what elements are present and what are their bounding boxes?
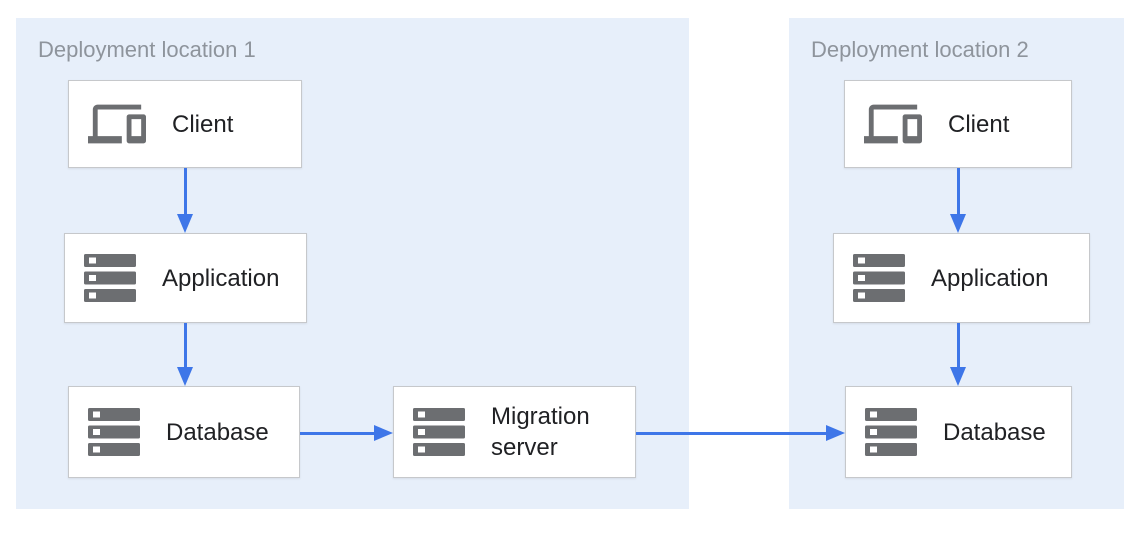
arrow-client1-to-application1-line (184, 168, 187, 214)
node-label: Application (162, 264, 280, 292)
arrow-database1-to-migration-line (300, 432, 374, 435)
node-label: Database (166, 418, 269, 446)
devices-icon (88, 95, 146, 153)
node-database-2: Database (845, 386, 1072, 478)
node-label: Database (943, 418, 1046, 446)
arrow-client2-to-application2-line (957, 168, 960, 214)
node-migration-server: Migration server (393, 386, 636, 478)
arrow-client1-to-application1-head (177, 214, 193, 233)
zone-title: Deployment location 1 (38, 37, 256, 62)
node-client-2: Client (844, 80, 1072, 168)
storage-icon (853, 254, 905, 302)
arrow-application1-to-database1-line (184, 323, 187, 367)
node-label: Client (172, 110, 234, 138)
arrow-migration-to-database2-head (826, 425, 845, 441)
arrow-application2-to-database2-head (950, 367, 966, 386)
arrow-client2-to-application2-head (950, 214, 966, 233)
node-application-1: Application (64, 233, 307, 323)
arrow-migration-to-database2-line (636, 432, 826, 435)
storage-icon (84, 254, 136, 302)
node-client-1: Client (68, 80, 302, 168)
arrow-application2-to-database2-line (957, 323, 960, 367)
storage-icon (88, 408, 140, 456)
devices-icon (864, 95, 922, 153)
storage-icon (413, 408, 465, 456)
node-label: Client (948, 110, 1010, 138)
node-database-1: Database (68, 386, 300, 478)
storage-icon (865, 408, 917, 456)
node-application-2: Application (833, 233, 1090, 323)
arrow-database1-to-migration-head (374, 425, 393, 441)
node-label: Migration server (491, 403, 590, 461)
arrow-application1-to-database1-head (177, 367, 193, 386)
zone-title: Deployment location 2 (811, 37, 1029, 62)
node-label: Application (931, 264, 1049, 292)
